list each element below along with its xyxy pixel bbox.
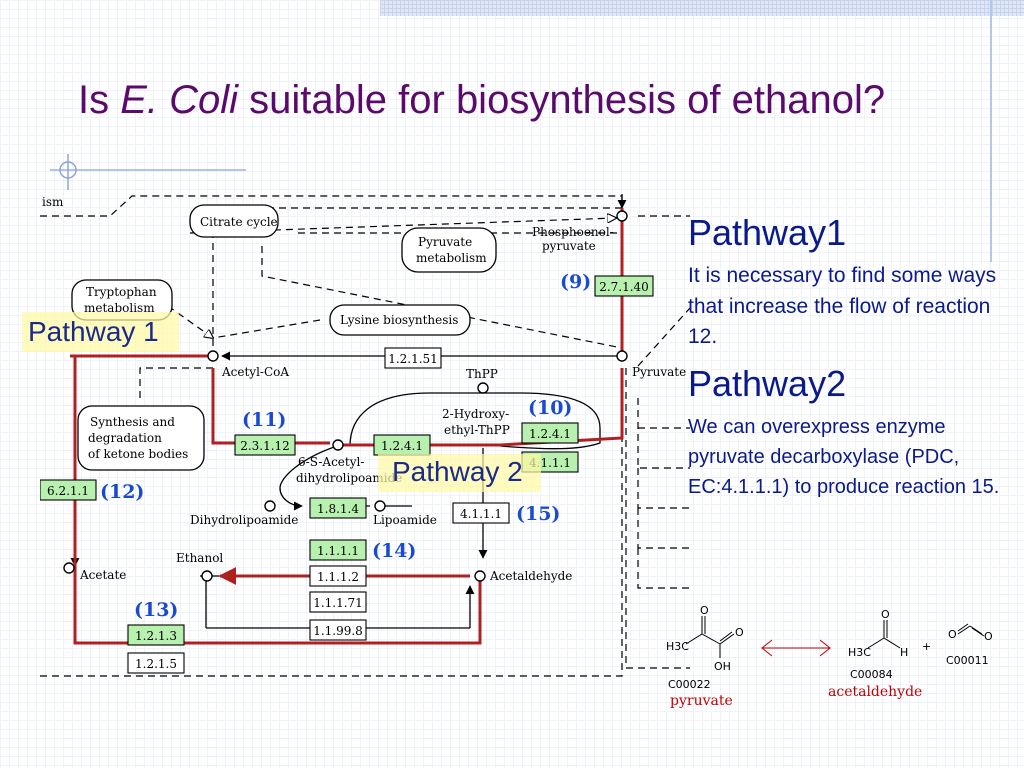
acetaldehyde-h3c: H3C [848, 646, 871, 659]
pyruvate-h3c: H3C [666, 640, 689, 653]
equilibrium-arrow [761, 639, 831, 657]
label-tryptophan-1: Tryptophan [86, 285, 157, 299]
acetaldehyde-o: O [881, 608, 890, 621]
acetaldehyde-code: C00084 [850, 668, 893, 681]
slide-title: Is E. Coli suitable for biosynthesis of … [78, 78, 885, 123]
label-pyruvate-metab-1: Pyruvate [418, 235, 472, 249]
label-citrate-cycle: Citrate cycle [200, 215, 278, 229]
enzyme-1-2-1-51: 1.2.1.51 [388, 352, 438, 366]
title-organism: E. Coli [120, 78, 239, 122]
reaction-12: (12) [100, 481, 144, 503]
kegg-pathway-diagram: ism Citrate cycle Phosphoenol- pyruvate … [39, 188, 691, 693]
pathway1-heading: Pathway1 [688, 212, 847, 253]
enzyme-2-7-1-40: 2.7.1.40 [599, 280, 649, 294]
pathway-map: ism Citrate cycle Phosphoenol- pyruvate … [39, 194, 691, 677]
enzyme-1-1-99-8: 1.1.99.8 [313, 624, 363, 638]
co2-code: C00011 [946, 654, 989, 667]
label-synthesis-3: of ketone bodies [88, 447, 188, 461]
enzyme-2-3-1-12: 2.3.1.12 [240, 439, 290, 453]
pyruvate-code: C00022 [668, 678, 711, 691]
pyruvate-o: O [700, 604, 709, 617]
enzyme-1-2-4-1-right: 1.2.4.1 [529, 427, 571, 441]
acetaldehyde-structure [867, 620, 901, 649]
dashed-connectors [40, 195, 691, 677]
pathway2-text: We can overexpress enzyme pyruvate decar… [688, 416, 1000, 499]
label-dihydrolipoamide: Dihydrolipoamide [190, 513, 298, 527]
enzyme-1-1-1-1: 1.1.1.1 [317, 544, 359, 558]
label-acetyl-coa: Acetyl-CoA [221, 365, 289, 379]
label-phosphoenol-1: Phosphoenol- [532, 225, 614, 239]
label-pyruvate: Pyruvate [632, 365, 686, 379]
chemical-reaction-structures: O H3C O OH C00022 pyruvate O H3C H C0008… [662, 600, 1002, 725]
label-acetaldehyde: Acetaldehyde [489, 569, 572, 583]
label-hydroxy-2: ethyl-ThPP [444, 423, 510, 437]
label-synthesis-1: Synthesis and [90, 415, 175, 429]
pathway1-text: It is necessary to find some ways that i… [688, 264, 997, 349]
label-thpp: ThPP [466, 367, 498, 381]
co2-o1: O [948, 628, 957, 641]
reaction-13: (13) [134, 599, 178, 621]
enzyme-1-2-1-3: 1.2.1.3 [135, 629, 177, 643]
reaction-15: (15) [516, 503, 560, 525]
pyruvate-oh: OH [714, 660, 731, 673]
label-phosphoenol-2: pyruvate [542, 239, 596, 253]
label-acetate: Acetate [79, 568, 126, 582]
label-lipoamide: Lipoamide [373, 513, 437, 527]
co2-structure [957, 623, 985, 637]
enzyme-6-2-1-1: 6.2.1.1 [47, 484, 89, 498]
pathway1-highlight: Pathway 1 [22, 312, 179, 352]
label-lysine: Lysine biosynthesis [340, 313, 458, 327]
title-band-decoration [380, 0, 1024, 16]
label-hydroxy-1: 2-Hydroxy- [442, 407, 509, 421]
pyruvate-structure [685, 616, 735, 658]
label-acetyl-dihydro-2: dihydrolipoamide [296, 471, 402, 485]
enzyme-1-1-1-71: 1.1.1.71 [313, 596, 363, 610]
label-synthesis-2: degradation [88, 431, 162, 445]
label-ethanol: Ethanol [176, 551, 223, 565]
acetaldehyde-h: H [900, 646, 908, 659]
crosshair-decoration [50, 154, 246, 190]
vertical-rule-decoration [990, 0, 992, 262]
label-pyruvate-metab-2: metabolism [416, 251, 487, 265]
enzyme-1-2-1-5: 1.2.1.5 [135, 657, 177, 671]
enzyme-4-1-1-1: 4.1.1.1 [460, 507, 502, 521]
reaction-11: (11) [242, 409, 286, 431]
reaction-10: (10) [528, 397, 572, 419]
title-prefix: Is [78, 78, 121, 122]
enzyme-1-8-1-4: 1.8.1.4 [317, 502, 359, 516]
acetaldehyde-name: acetaldehyde [828, 684, 922, 700]
label-ism: ism [42, 195, 64, 209]
reaction-14: (14) [372, 540, 416, 562]
compound-nodes [63, 210, 628, 582]
pathway-map-boxes [71, 204, 497, 471]
enzyme-1-2-4-1-left: 1.2.4.1 [381, 439, 423, 453]
title-suffix: suitable for biosynthesis of ethanol? [238, 78, 886, 122]
pathway2-heading: Pathway2 [688, 362, 847, 404]
structure-drawing: O H3C O OH C00022 pyruvate O H3C H C0008… [666, 604, 993, 709]
co2-o2: O [984, 630, 993, 643]
enzyme-1-1-1-2: 1.1.1.2 [317, 570, 359, 584]
explanation-panel: Pathway1 It is necessary to find some wa… [688, 212, 1008, 512]
pyruvate-name: pyruvate [670, 693, 733, 709]
label-tryptophan-2: metabolism [84, 301, 155, 315]
plus-sign: + [922, 640, 931, 653]
reaction-9: (9) [560, 271, 591, 293]
label-acetyl-dihydro-1: 6-S-Acetyl- [298, 455, 364, 469]
pathway2-highlight: Pathway 2 [378, 454, 541, 492]
pyruvate-o2: O [735, 626, 744, 639]
